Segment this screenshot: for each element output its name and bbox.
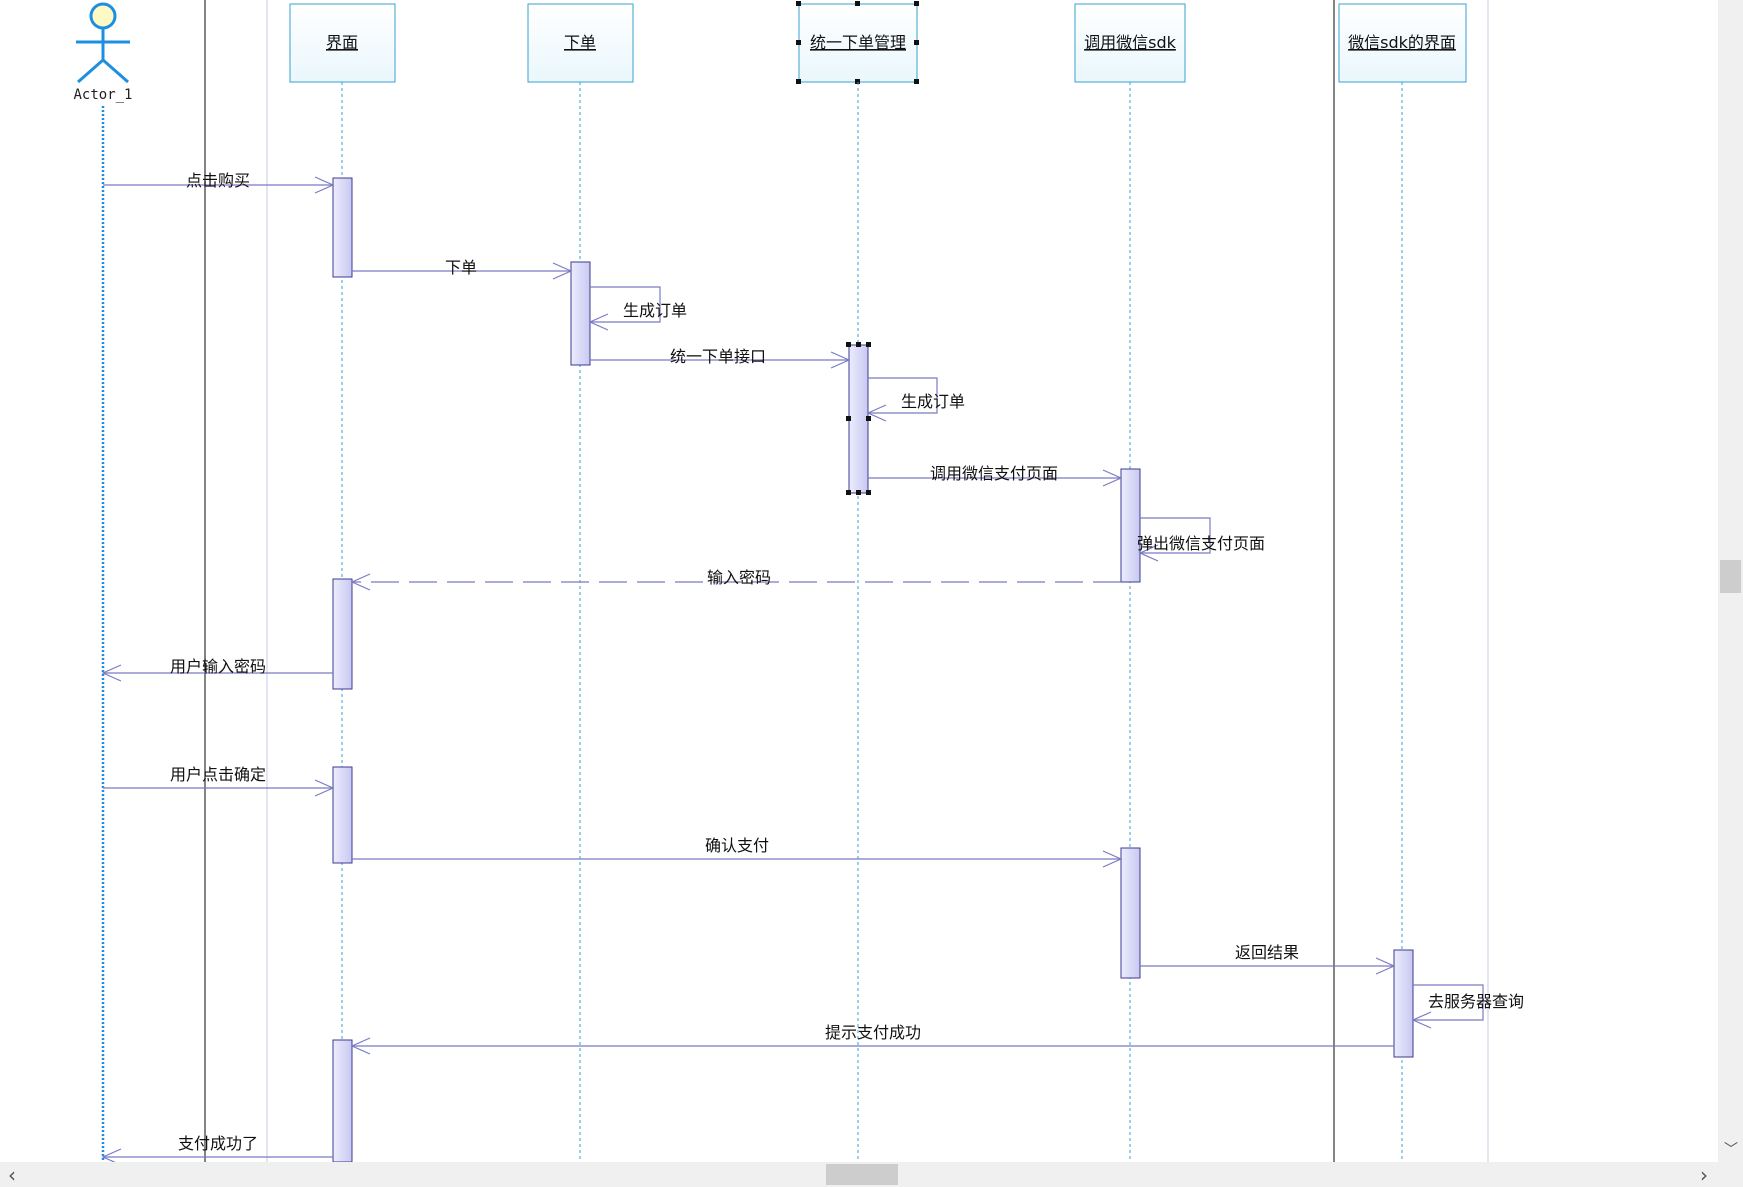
activation-bar — [570, 261, 591, 366]
activation-bar — [1393, 949, 1414, 1058]
lifeline-name: 调用微信sdk — [1084, 33, 1176, 52]
activation-bar — [1120, 468, 1141, 583]
lifeline-name: 微信sdk的界面 — [1348, 33, 1456, 52]
message-label[interactable]: 输入密码 — [707, 568, 771, 587]
message-label[interactable]: 生成订单 — [623, 301, 687, 320]
message-label[interactable]: 下单 — [445, 258, 477, 277]
lifeline-name: 统一下单管理 — [810, 33, 906, 52]
diagram-canvas[interactable]: Actor_1 界面 下单 统一下单管理 调用微信sdk 微信sdk的界面 — [0, 0, 1718, 1162]
lifeline-head-ui[interactable]: 界面 — [289, 3, 396, 83]
message-label[interactable]: 提示支付成功 — [825, 1023, 921, 1042]
lifeline-head-unified-order[interactable]: 统一下单管理 — [796, 1, 919, 84]
scrollbar-corner — [1718, 1162, 1743, 1187]
message-label[interactable]: 弹出微信支付页面 — [1137, 534, 1265, 553]
activation-bars — [332, 177, 1414, 1162]
messages — [101, 176, 1484, 1162]
message-label[interactable]: 确认支付 — [705, 836, 769, 855]
message-label[interactable]: 用户输入密码 — [170, 657, 266, 676]
message-labels: 点击购买 下单 生成订单 统一下单接口 生成订单 调用微信支付页面 弹出微信支付… — [170, 171, 1524, 1153]
activation-selection-handles[interactable] — [846, 342, 871, 495]
actor-name: Actor_1 — [73, 87, 132, 103]
activation-bar — [1120, 847, 1141, 979]
activation-bar — [848, 344, 869, 494]
message-label[interactable]: 生成订单 — [901, 392, 965, 411]
message-label[interactable]: 点击购买 — [186, 171, 250, 190]
lifelines — [341, 82, 1403, 1162]
message-label[interactable]: 调用微信支付页面 — [930, 464, 1058, 483]
activation-bar — [332, 1039, 353, 1162]
message-label[interactable]: 去服务器查询 — [1428, 992, 1524, 1011]
message-label[interactable]: 支付成功了 — [178, 1134, 258, 1153]
actor-head — [89, 2, 117, 30]
selection-handles[interactable] — [796, 1, 919, 84]
lifeline-head-order[interactable]: 下单 — [527, 3, 634, 83]
scroll-left-icon[interactable]: ‹ — [8, 1163, 16, 1187]
scroll-right-icon[interactable]: › — [1700, 1163, 1708, 1187]
scroll-down-icon[interactable]: ﹀ — [1724, 1142, 1738, 1158]
actor[interactable]: Actor_1 — [73, 2, 133, 103]
lifeline-name: 下单 — [564, 33, 596, 52]
vertical-scroll-thumb[interactable] — [1720, 560, 1741, 593]
message-label[interactable]: 用户点击确定 — [170, 765, 266, 784]
activation-bar — [332, 177, 353, 278]
message-label[interactable]: 统一下单接口 — [670, 347, 766, 366]
message-label[interactable]: 返回结果 — [1235, 943, 1299, 962]
horizontal-scroll-thumb[interactable] — [826, 1164, 898, 1185]
lifeline-name: 界面 — [326, 33, 358, 52]
sequence-diagram[interactable]: Actor_1 界面 下单 统一下单管理 调用微信sdk 微信sdk的界面 — [0, 0, 1718, 1162]
activation-bar — [332, 766, 353, 864]
lifeline-head-wechat-sdk-ui[interactable]: 微信sdk的界面 — [1338, 3, 1467, 83]
activation-bar — [332, 578, 353, 690]
lifeline-head-wechat-sdk[interactable]: 调用微信sdk — [1074, 3, 1186, 83]
